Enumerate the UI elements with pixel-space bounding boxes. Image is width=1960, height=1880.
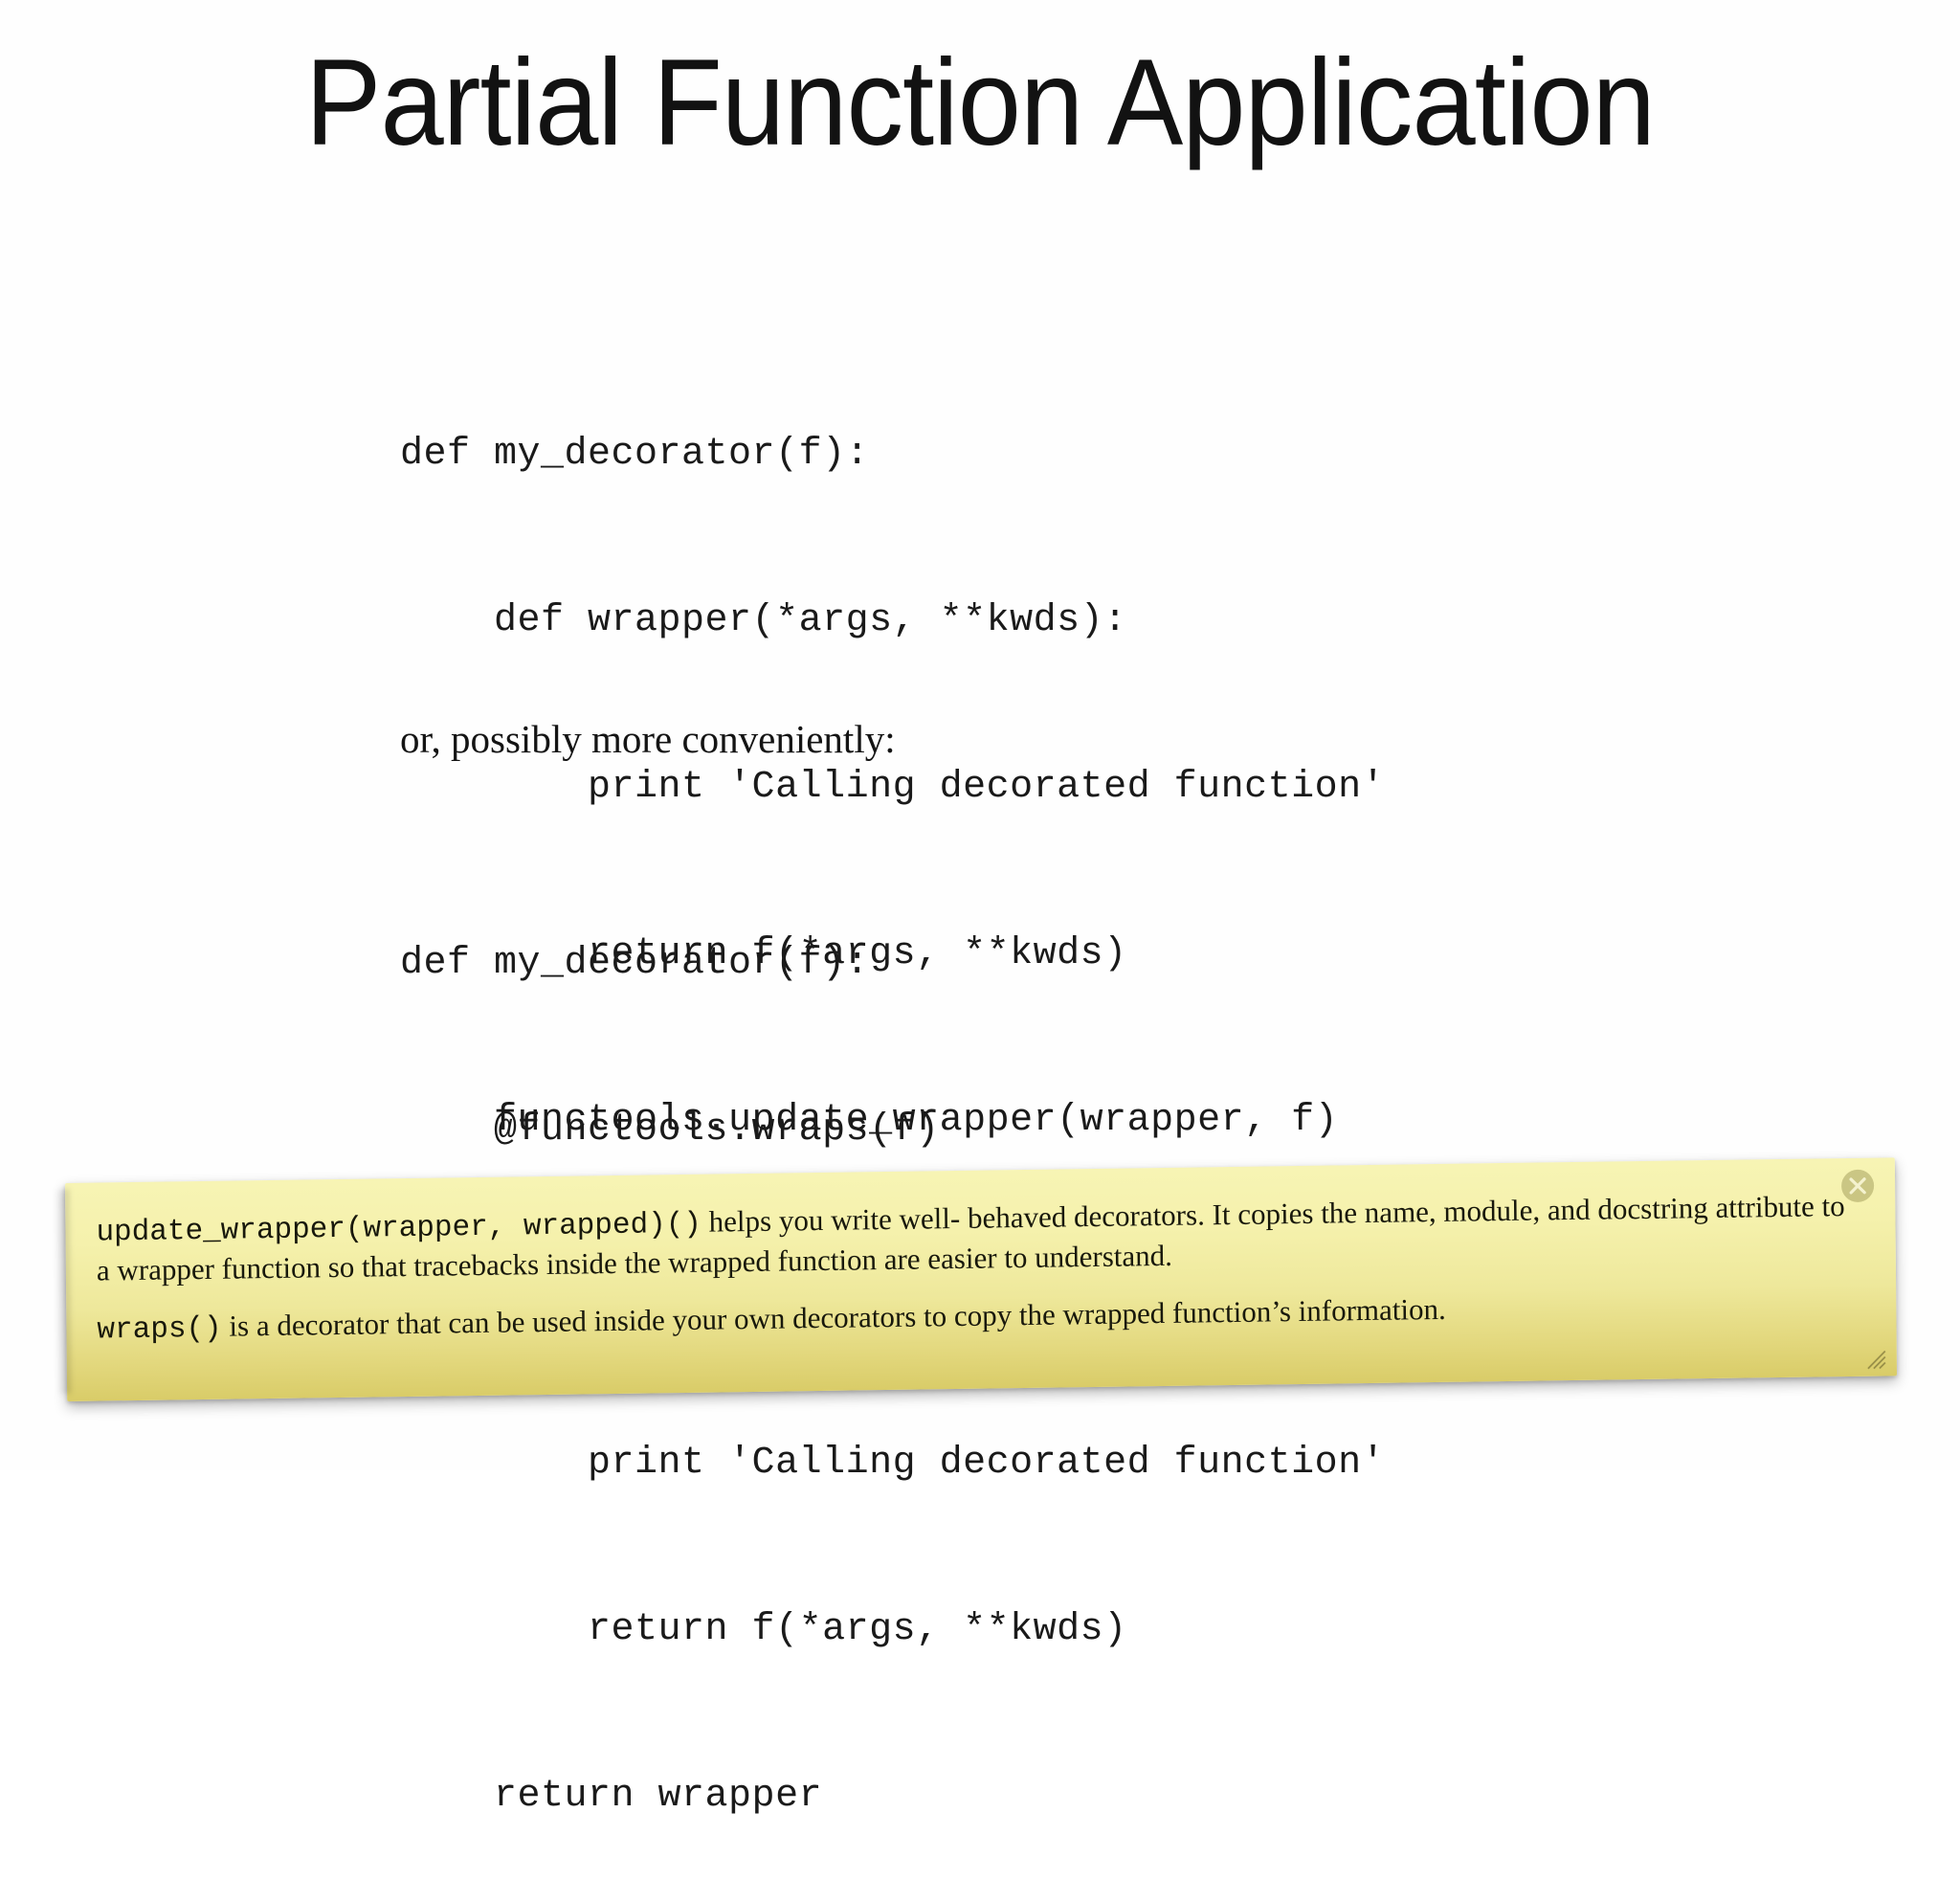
code-line: def my_decorator(f): [400, 942, 870, 985]
note-inline-code: update_wrapper(wrapper, wrapped)() [96, 1207, 702, 1250]
close-icon[interactable] [1840, 1169, 1875, 1203]
code-line: return f(*args, **kwds) [400, 1608, 1127, 1651]
code-line: def my_decorator(f): [400, 433, 870, 476]
transition-text: or, possibly more conveniently: [400, 717, 896, 761]
code-line: def wrapper(*args, **kwds): [400, 599, 1127, 642]
code-line: return f(*args, **kwds) [400, 932, 1127, 975]
resize-grip-icon[interactable] [1862, 1345, 1887, 1370]
note-paragraph-wraps: wraps() is a decorator that can be used … [97, 1285, 1852, 1350]
sticky-note-card[interactable]: update_wrapper(wrapper, wrapped)() helps… [65, 1157, 1898, 1401]
code-line: return wrapper [400, 1775, 823, 1818]
note-inline-code: wraps() [97, 1311, 222, 1348]
note-paragraph-update-wrapper: update_wrapper(wrapper, wrapped)() helps… [96, 1187, 1852, 1289]
code-line: functools.update_wrapper(wrapper, f) [400, 1099, 1339, 1142]
code-line: print 'Calling decorated function' [400, 766, 1386, 809]
sticky-note-body: update_wrapper(wrapper, wrapped)() helps… [96, 1187, 1852, 1350]
page-title: Partial Function Application [305, 34, 1656, 171]
note-paragraph-text: is a decorator that can be used inside y… [221, 1291, 1446, 1343]
code-line: print 'Calling decorated function' [400, 1442, 1386, 1485]
code-line: @functools.wraps(f) [400, 1108, 940, 1152]
